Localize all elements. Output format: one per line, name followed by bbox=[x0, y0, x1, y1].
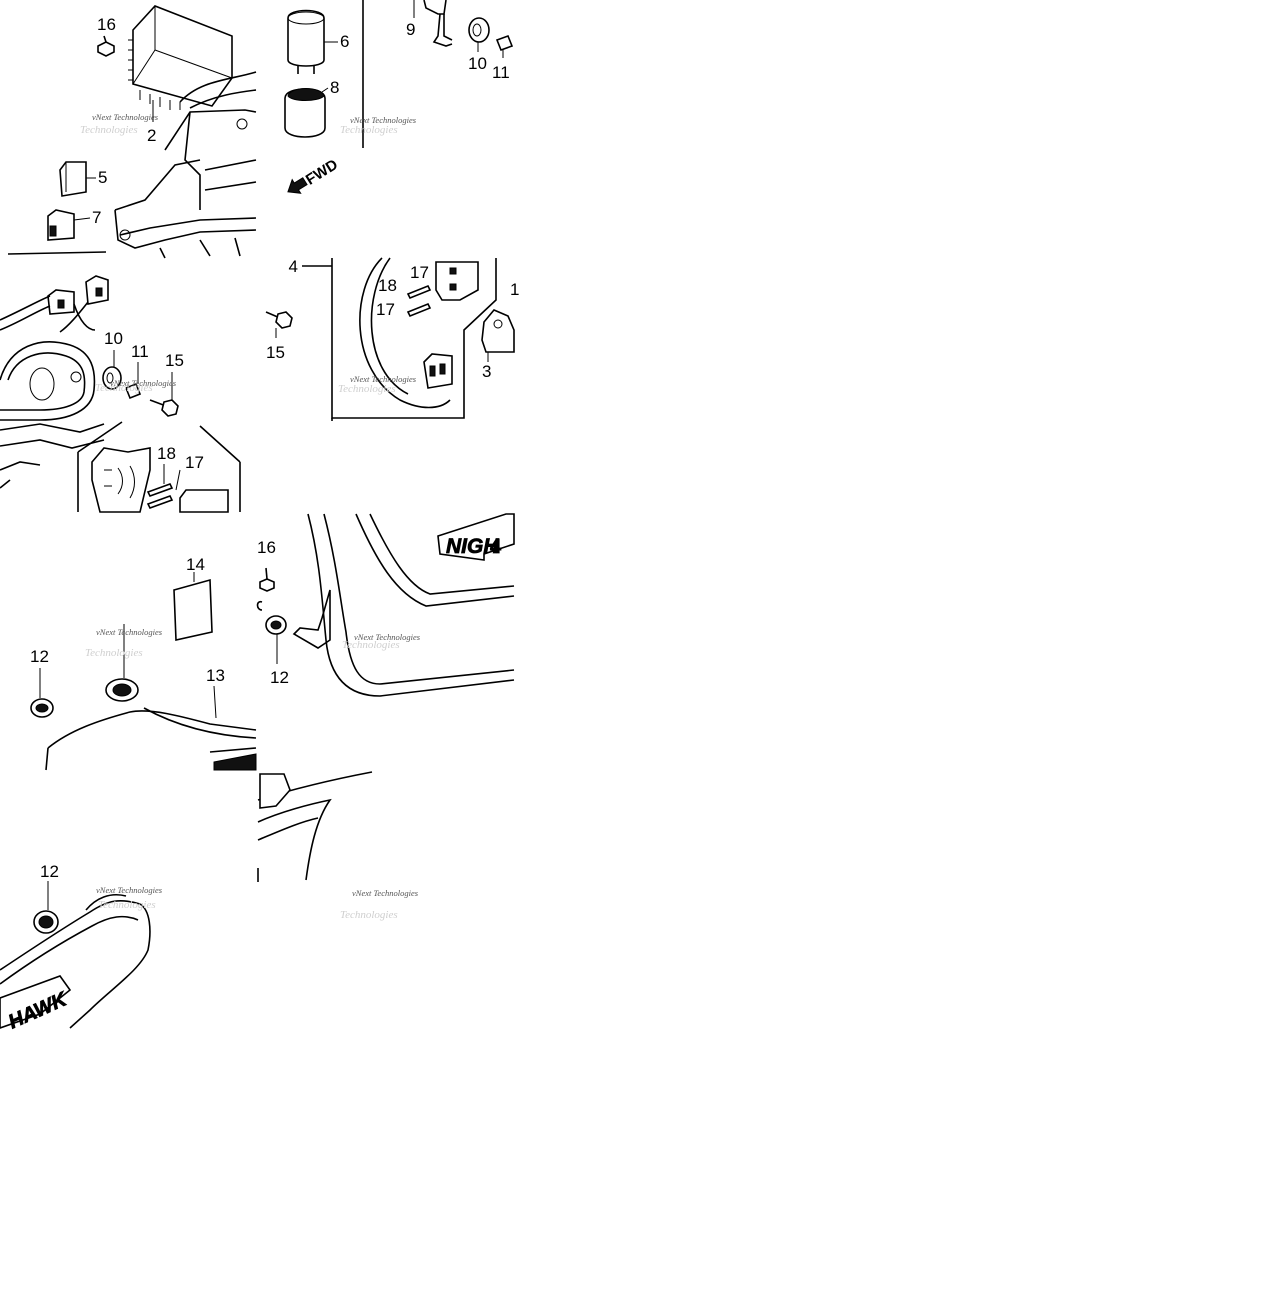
callout-17: 17 bbox=[185, 453, 204, 472]
regulator-part-2[interactable] bbox=[128, 5, 257, 110]
watermark-6: vNext Technologies bbox=[354, 632, 421, 642]
watermark-1: vNext Technologies bbox=[92, 112, 159, 122]
grommet-part-10[interactable] bbox=[468, 17, 490, 43]
callout-15: 15 bbox=[165, 351, 184, 370]
callout-17-d: 17 bbox=[376, 300, 395, 319]
watermark-ghost-3: Technologies bbox=[95, 382, 153, 394]
callout-5: 5 bbox=[98, 168, 107, 187]
bolt-part-15-c[interactable] bbox=[265, 311, 293, 329]
harness-connectors[interactable] bbox=[47, 275, 109, 315]
grommet-part-10-b[interactable] bbox=[102, 366, 122, 390]
cap-part-8[interactable] bbox=[284, 88, 326, 138]
callout-15-c: 15 bbox=[266, 343, 285, 362]
callout-8: 8 bbox=[330, 78, 339, 97]
callout-2: 2 bbox=[147, 126, 156, 145]
tile-harness: 10 11 15 18 17 Technologies vN bbox=[0, 275, 241, 513]
collar-part-11[interactable] bbox=[495, 34, 514, 52]
callout-7: 7 bbox=[92, 208, 101, 227]
connector-part-7[interactable] bbox=[47, 209, 75, 241]
tile-regulator-bracket: 16 2 5 bbox=[7, 5, 257, 259]
grommet-part-12-c[interactable] bbox=[265, 615, 287, 635]
fuse-part-17[interactable] bbox=[146, 495, 174, 509]
bolt-part-16-b[interactable] bbox=[259, 567, 275, 592]
callout-6: 6 bbox=[340, 32, 349, 51]
watermark-4: vNext Technologies bbox=[350, 374, 417, 384]
callout-12-c: 12 bbox=[270, 668, 289, 687]
watermark-2: vNext Technologies bbox=[350, 115, 417, 125]
watermark-8: vNext Technologies bbox=[352, 888, 419, 898]
fuse-part-17-c[interactable] bbox=[406, 302, 432, 318]
callout-18: 18 bbox=[157, 444, 176, 463]
callout-10-b: 10 bbox=[104, 329, 123, 348]
callout-18-c: 18 bbox=[378, 276, 397, 295]
tile-side-cover-left: 14 12 13 Technologies vNext Technologies bbox=[30, 555, 257, 771]
callout-3-top: 1 bbox=[510, 280, 519, 299]
callout-11: 11 bbox=[492, 63, 510, 82]
collar-part-11-b[interactable] bbox=[124, 382, 142, 400]
callout-10: 10 bbox=[468, 54, 487, 73]
grommet-part-12-a[interactable] bbox=[30, 698, 54, 718]
logo-num-text: 4 bbox=[490, 536, 502, 558]
lower-side-cover[interactable]: HAWK bbox=[0, 894, 151, 1034]
callout-12-a: 12 bbox=[30, 647, 49, 666]
logo-night-text: NIGH bbox=[446, 535, 499, 558]
watermark-7: vNext Technologies bbox=[96, 885, 163, 895]
watermark-ghost-8: Technologies bbox=[340, 909, 398, 921]
connector-block[interactable] bbox=[423, 353, 453, 389]
callout-11-b: 11 bbox=[131, 342, 149, 361]
tile-relays: 6 8 FWD 9 10 11 bbox=[284, 0, 514, 194]
rubber-mount bbox=[0, 341, 105, 489]
fuse-holder[interactable] bbox=[435, 261, 479, 301]
callout-16: 16 bbox=[97, 15, 116, 34]
grommet-part-12-d[interactable] bbox=[33, 910, 59, 934]
callout-12-d: 12 bbox=[40, 862, 59, 881]
bolt-part-15[interactable] bbox=[149, 399, 179, 417]
relay-part-6[interactable] bbox=[287, 9, 325, 75]
fuse-part-18[interactable] bbox=[146, 483, 174, 497]
callout-3: 3 bbox=[482, 362, 491, 381]
watermark-5: vNext Technologies bbox=[96, 627, 163, 637]
tile-cover-edge: Technologies vNext Technologies bbox=[257, 771, 419, 921]
watermark-ghost-1: Technologies bbox=[80, 124, 138, 136]
tile-fuse-case: 4 17 18 17 15 bbox=[265, 257, 519, 422]
callout-13: 13 bbox=[206, 666, 225, 685]
callout-4: 4 bbox=[289, 257, 298, 276]
tile-lower-cover: 12 HAWK Technologies vNext Technologies bbox=[0, 862, 163, 1034]
tile-nighthawk-cover: 16 12 NIGH 4 Technologies vNext Technolo… bbox=[256, 513, 515, 697]
grommet-part-12-b[interactable] bbox=[105, 678, 139, 702]
callout-16-b: 16 bbox=[257, 538, 276, 557]
fwd-label: FWD bbox=[303, 156, 341, 189]
watermark-ghost-7: Technologies bbox=[98, 899, 156, 911]
watermark-ghost-2: Technologies bbox=[340, 124, 398, 136]
mount-bracket bbox=[114, 109, 257, 259]
watermark-ghost-4: Technologies bbox=[338, 383, 396, 395]
watermark-1-group: Technologies vNext Technologies bbox=[80, 112, 159, 136]
callout-9: 9 bbox=[406, 20, 415, 39]
fwd-arrow: FWD bbox=[287, 156, 341, 194]
callout-17-c: 17 bbox=[410, 263, 429, 282]
bolt-part-16[interactable] bbox=[97, 35, 115, 57]
watermark-ghost-5: Technologies bbox=[85, 647, 143, 659]
side-cover-nighthawk[interactable]: NIGH 4 bbox=[292, 513, 515, 697]
side-cover-part-13[interactable] bbox=[45, 707, 257, 771]
clamp-part-9[interactable] bbox=[423, 0, 453, 47]
watermark-ghost-6: Technologies bbox=[342, 639, 400, 651]
fuse-part-18-c[interactable] bbox=[406, 284, 432, 300]
callout-14: 14 bbox=[186, 555, 205, 574]
relay-part-5[interactable] bbox=[59, 161, 87, 197]
label-part-14[interactable] bbox=[173, 578, 213, 641]
watermark-3: vNext Technologies bbox=[110, 378, 177, 388]
fuse-box[interactable] bbox=[91, 447, 229, 513]
bracket-part-3[interactable] bbox=[481, 309, 515, 353]
